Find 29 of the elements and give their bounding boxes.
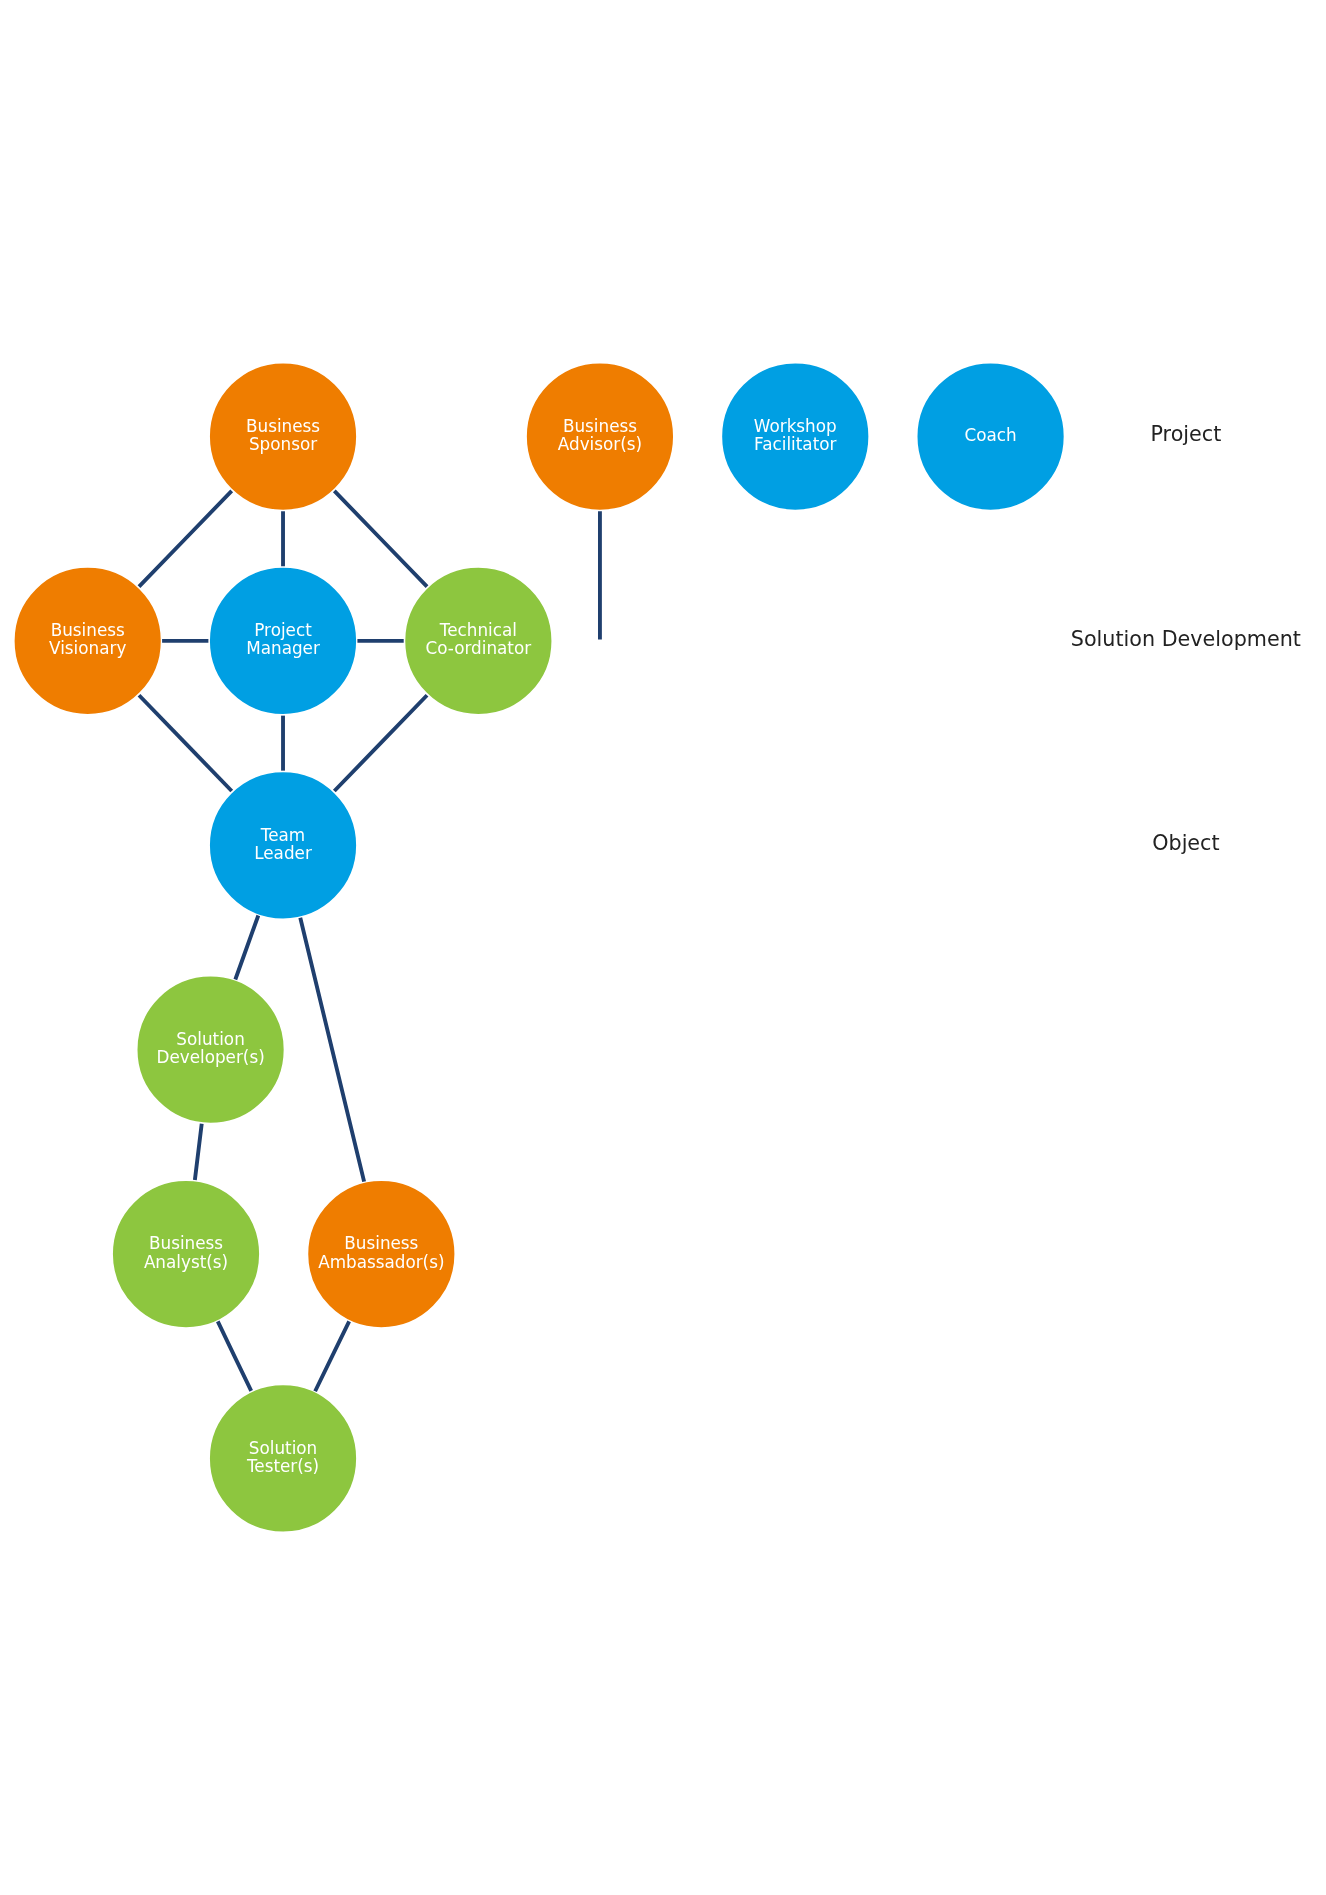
connector <box>137 693 234 793</box>
node-circle: Team Leader <box>207 769 359 921</box>
connector <box>137 489 234 588</box>
node-circle: Workshop Facilitator <box>719 360 871 513</box>
node-circle: Business Sponsor <box>207 360 359 513</box>
connector <box>281 511 285 567</box>
node-circle: Solution Tester(s) <box>207 1382 359 1535</box>
connector <box>598 511 602 640</box>
label: Project <box>1150 422 1222 447</box>
connector <box>313 1320 351 1393</box>
connector <box>216 1320 253 1392</box>
connector <box>332 489 429 588</box>
connector <box>281 715 285 771</box>
connector <box>298 917 366 1183</box>
node-circle: Project Manager <box>207 565 359 717</box>
label: Solution Development <box>1070 626 1301 651</box>
label: Object <box>1152 831 1220 856</box>
connector <box>332 693 429 793</box>
connector <box>162 639 209 643</box>
node-circle: Business Ambassador(s) <box>305 1178 457 1330</box>
connector <box>192 1123 204 1181</box>
node-circle: Business Advisor(s) <box>524 360 676 513</box>
connector <box>357 639 404 643</box>
node-circle: Business Visionary <box>12 565 164 717</box>
node-circle: Solution Developer(s) <box>134 974 287 1126</box>
node-circle: Business Analyst(s) <box>110 1178 262 1330</box>
node-circle: Technical Co-ordinator <box>402 565 555 717</box>
node-circle: Coach <box>914 360 1067 513</box>
connector <box>233 914 261 981</box>
